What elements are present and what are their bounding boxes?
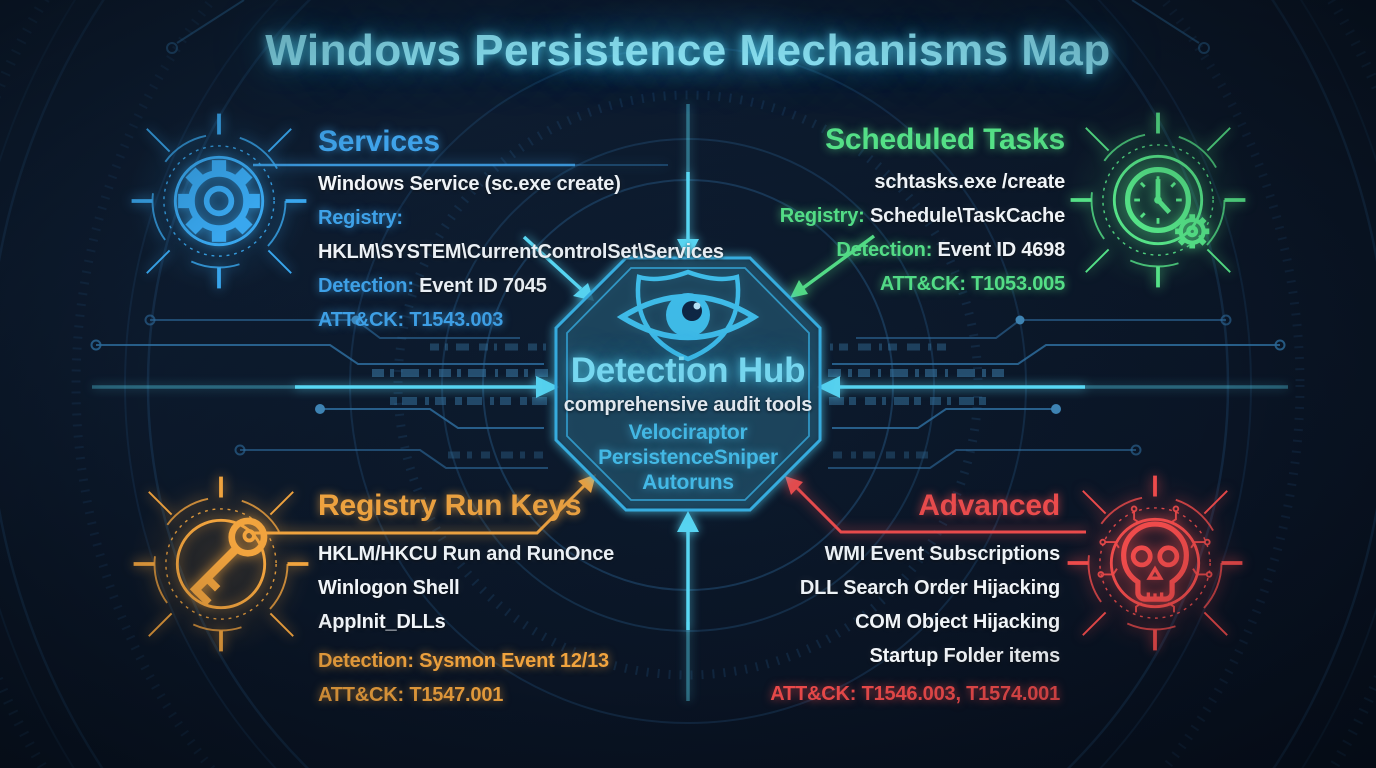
section-registry-run-keys: Registry Run Keys HKLM/HKCU Run and RunO… bbox=[318, 489, 698, 716]
circuit-marks bbox=[1097, 505, 1213, 613]
octagon-inner-border bbox=[566, 267, 810, 501]
attack-id: ATT&CK: T1543.003 bbox=[318, 309, 504, 331]
registry-label: Registry: bbox=[318, 207, 403, 229]
attack-id: ATT&CK: T1053.005 bbox=[879, 273, 1065, 295]
circuit-traces bbox=[90, 0, 548, 469]
skull-icon bbox=[1067, 475, 1243, 651]
list-item: DLL Search Order Hijacking bbox=[799, 577, 1060, 599]
clock-icon bbox=[1070, 112, 1246, 288]
hub-subtitle: comprehensive audit tools bbox=[563, 394, 813, 416]
green-arrow bbox=[790, 234, 876, 298]
registry-value: HKLM\SYSTEM\CurrentControlSet\Services bbox=[318, 241, 724, 263]
registry-value: Schedule\TaskCache bbox=[869, 205, 1065, 227]
section-title: Advanced bbox=[918, 489, 1060, 522]
section-title: Services bbox=[318, 125, 440, 158]
orange-arrow-underline bbox=[253, 474, 596, 535]
gear-icon bbox=[131, 113, 307, 289]
hub-title: Detection Hub bbox=[570, 351, 806, 390]
section-services: Services Windows Service (sc.exe create)… bbox=[318, 125, 724, 341]
octagon-outer-border bbox=[554, 256, 822, 512]
eye-shield-icon bbox=[616, 269, 760, 362]
list-item: Winlogon Shell bbox=[318, 577, 460, 599]
list-item: HKLM/HKCU Run and RunOnce bbox=[318, 543, 615, 565]
cyan-arrows bbox=[92, 104, 1288, 701]
list-item: WMI Event Subscriptions bbox=[824, 543, 1061, 565]
attack-id: ATT&CK: T1546.003, T1574.001 bbox=[770, 683, 1060, 705]
list-item: Startup Folder items bbox=[869, 645, 1061, 667]
detection-line: Detection: Sysmon Event 12/13 bbox=[318, 650, 609, 672]
section-title: Scheduled Tasks bbox=[825, 123, 1065, 156]
list-item: COM Object Hijacking bbox=[855, 611, 1060, 633]
detection-value: Event ID 7045 bbox=[419, 275, 547, 297]
page-title: Windows Persistence Mechanisms Map bbox=[265, 26, 1111, 75]
section-advanced: Advanced WMI Event Subscriptions DLL Sea… bbox=[660, 489, 1061, 715]
detection-label: Detection: bbox=[318, 275, 414, 297]
red-arrow-underline bbox=[785, 476, 1086, 534]
registry-label: Registry: bbox=[779, 205, 865, 227]
hub-tool: Velociraptor bbox=[628, 421, 748, 444]
section-title: Registry Run Keys bbox=[318, 489, 582, 522]
detection-value: Event ID 4698 bbox=[937, 239, 1066, 261]
section-scheduled-tasks: Scheduled Tasks schtasks.exe /create Reg… bbox=[665, 123, 1066, 305]
small-gear bbox=[1175, 214, 1210, 249]
detection-label: Detection: bbox=[836, 239, 933, 261]
hub-tool: PersistenceSniper bbox=[598, 446, 778, 469]
key-icon bbox=[133, 476, 309, 652]
list-item: AppInit_DLLs bbox=[318, 611, 446, 633]
hub-tool: Autoruns bbox=[642, 471, 734, 494]
task-method: schtasks.exe /create bbox=[874, 171, 1065, 193]
attack-id: ATT&CK: T1547.001 bbox=[318, 684, 504, 706]
service-method: Windows Service (sc.exe create) bbox=[318, 173, 621, 195]
